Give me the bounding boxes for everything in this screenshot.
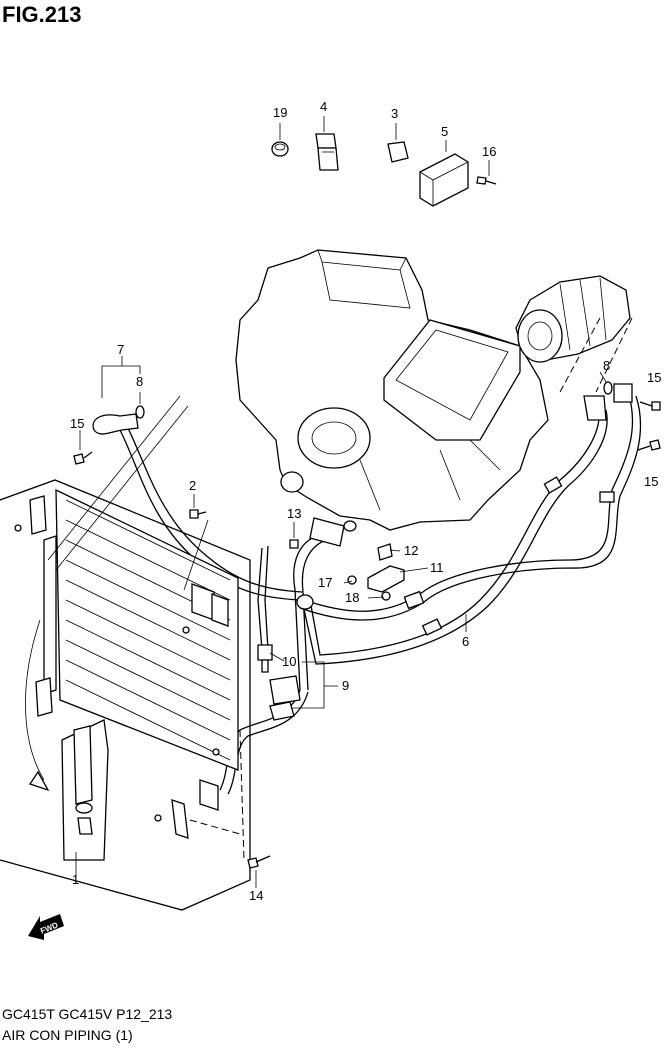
callout-15-right-top: 15	[647, 370, 661, 385]
bolt-14	[247, 855, 271, 869]
callout-11: 11	[430, 560, 444, 575]
callout-19: 19	[273, 105, 287, 120]
bolt-2	[189, 509, 207, 519]
callout-8-left: 8	[136, 374, 143, 389]
footer-caption: AIR CON PIPING (1)	[2, 1027, 133, 1043]
pipe-7	[92, 413, 139, 435]
callout-13: 13	[287, 506, 301, 521]
callout-16: 16	[482, 144, 496, 159]
callout-4: 4	[320, 99, 327, 114]
callout-7: 7	[117, 342, 124, 357]
refrigerant-pipes	[119, 383, 642, 795]
part-16-screw	[476, 160, 497, 185]
figure-title: FIG.213	[2, 2, 82, 27]
callout-18: 18	[345, 590, 359, 605]
leader-lines	[47, 356, 607, 888]
hvac-unit	[235, 249, 549, 531]
callout-9: 9	[342, 678, 349, 693]
ac-compressor	[515, 275, 631, 363]
part-3-relay	[387, 123, 409, 163]
fwd-arrow-icon: FWD	[28, 914, 64, 940]
pipe-bracket	[347, 543, 405, 601]
part-5-controller	[419, 140, 469, 207]
footer-models: GC415T GC415V P12_213	[2, 1006, 173, 1022]
bolt-15-left	[73, 451, 93, 465]
receiver-drier	[61, 719, 109, 861]
pressure-switch	[257, 644, 273, 673]
bolt-15-right-bottom	[637, 439, 661, 451]
o-ring-joint	[343, 520, 357, 532]
bolt-13	[289, 539, 299, 549]
callout-5: 5	[441, 124, 448, 139]
callout-8-right: 8	[603, 358, 610, 373]
callout-14: 14	[249, 888, 263, 903]
callout-numbers: 19 4 3 5 16 7 8 15 8 15 15 2 13 12 11 17…	[70, 99, 661, 903]
callout-15-left: 15	[70, 416, 84, 431]
part-19-grommet	[271, 123, 289, 157]
o-ring-8-right	[603, 381, 613, 395]
callout-2: 2	[189, 478, 196, 493]
callout-15-right-bottom: 15	[644, 474, 658, 489]
condenser	[0, 479, 251, 911]
o-ring-8-left	[135, 405, 145, 419]
bolt-misc	[14, 524, 220, 822]
callout-17: 17	[318, 575, 332, 590]
callout-1: 1	[72, 872, 79, 887]
pipe-joint-block	[269, 675, 301, 721]
callout-10: 10	[282, 654, 296, 669]
callout-3: 3	[391, 106, 398, 121]
callout-12: 12	[404, 543, 418, 558]
bolt-15-right-top	[639, 401, 661, 411]
callout-6: 6	[462, 634, 469, 649]
part-4-relay	[315, 116, 339, 171]
